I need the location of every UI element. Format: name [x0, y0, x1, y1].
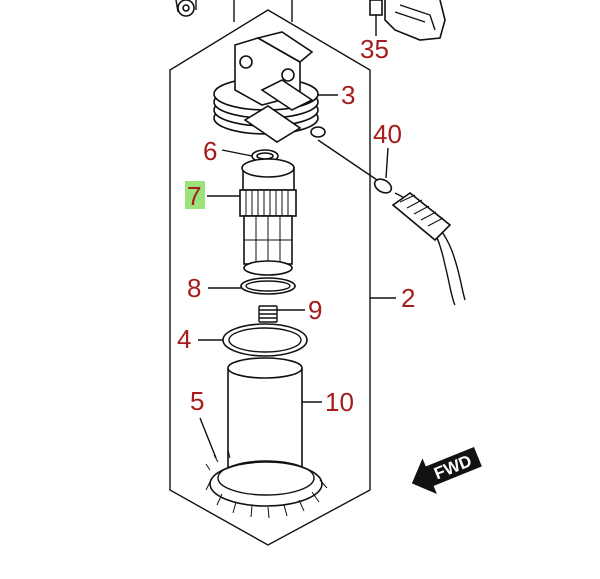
part-10-filter-bowl — [227, 357, 303, 485]
part-35-clamp — [369, 0, 446, 41]
part-5-ring-nut — [205, 449, 328, 519]
leader-6 — [221, 149, 253, 157]
callout-4: 4 — [177, 324, 191, 354]
callout-2: 2 — [401, 283, 415, 313]
callout-7-highlight — [185, 181, 205, 209]
callout-40: 40 — [373, 119, 402, 149]
fwd-direction-arrow: FWD — [411, 446, 482, 494]
callout-35: 35 — [360, 34, 389, 64]
part-3-filter-head — [213, 31, 326, 143]
callout-6: 6 — [203, 136, 217, 166]
callout-7: 7 — [187, 181, 201, 211]
fitting-top-left — [175, 0, 197, 17]
part-9-spring — [258, 305, 278, 323]
callout-9: 9 — [308, 295, 322, 325]
callout-8: 8 — [187, 273, 201, 303]
top-pipes — [233, 0, 293, 22]
callout-5: 5 — [190, 386, 204, 416]
leader-5 — [199, 417, 217, 459]
callout-3: 3 — [341, 80, 355, 110]
callout-10: 10 — [325, 387, 354, 417]
assembly-boundary — [169, 9, 371, 546]
part-4-large-o-ring — [222, 323, 308, 357]
part-40-hose-clip — [317, 139, 466, 306]
fwd-label: FWD — [431, 451, 474, 483]
part-7-filter-element — [239, 158, 297, 276]
part-8-o-ring — [240, 277, 296, 295]
